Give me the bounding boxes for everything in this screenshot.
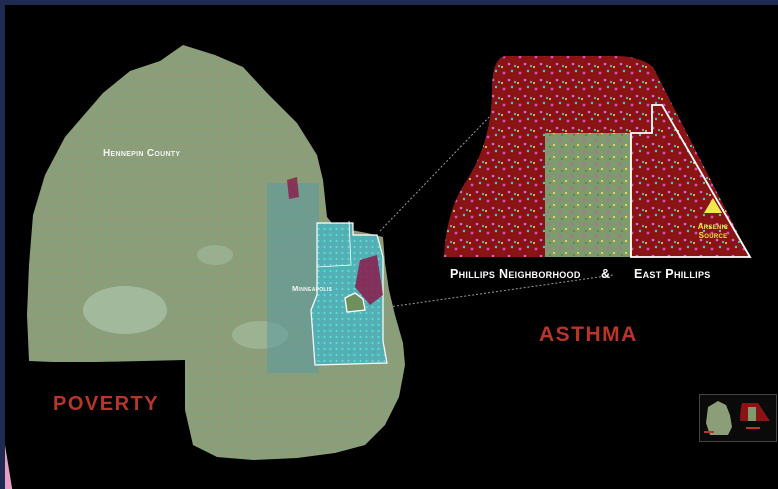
zoom-line-bottom [388,274,614,308]
thumbnail-preview [704,401,770,435]
county-label: Hennepin County [103,148,181,159]
poverty-title: POVERTY [53,393,160,415]
slide-thumbnail-icon[interactable] [699,394,777,442]
zoom-line-top [379,112,494,232]
phillips-core-area [545,133,631,257]
corner-accent [5,445,13,489]
phillips-marker [344,292,366,313]
east-phillips-boundary [630,104,752,258]
lake-area [197,245,233,265]
thumbnail-title [704,431,714,433]
arsenic-source-label: Arsenic Source [697,222,729,240]
ampersand-label: & [601,267,611,281]
city-hotspot [355,255,383,305]
east-phillips-label: East Phillips [634,267,711,281]
phillips-neighborhood-label: Phillips Neighborhood [450,267,581,281]
map-canvas [27,45,752,460]
city-subdivision [316,220,352,268]
thumbnail-county [706,401,732,435]
thumbnail-phillips [748,407,756,421]
triangle-marker-icon [704,198,722,213]
lake-area [83,286,167,334]
county-hotspot [287,177,299,199]
thumbnail-title [746,427,760,429]
poverty-band [267,183,319,373]
city-label: Minneapolis [292,284,333,293]
asthma-title: ASTHMA [539,323,638,346]
slide: Hennepin County Minneapolis Phillips Nei… [5,5,778,489]
